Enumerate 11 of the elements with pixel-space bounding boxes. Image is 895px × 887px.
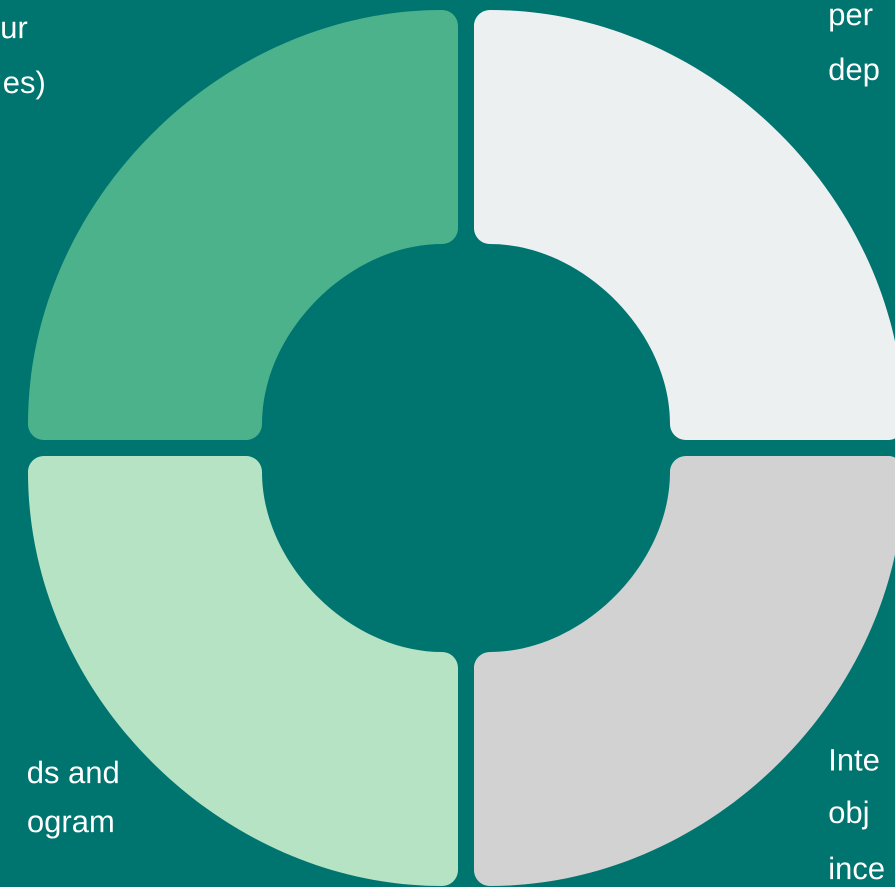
label-text: ogram — [28, 815, 113, 839]
label-text: es) — [4, 70, 44, 100]
label-text: Inte — [831, 749, 879, 771]
ring-segment — [28, 456, 458, 886]
label-text: dep — [830, 58, 879, 86]
label-text: per — [830, 8, 872, 32]
ring-segment — [474, 10, 895, 440]
label-text: ds and — [28, 760, 118, 784]
ring-segment — [474, 456, 895, 886]
label-text: obj — [830, 800, 868, 830]
label-text: ince — [830, 856, 884, 880]
